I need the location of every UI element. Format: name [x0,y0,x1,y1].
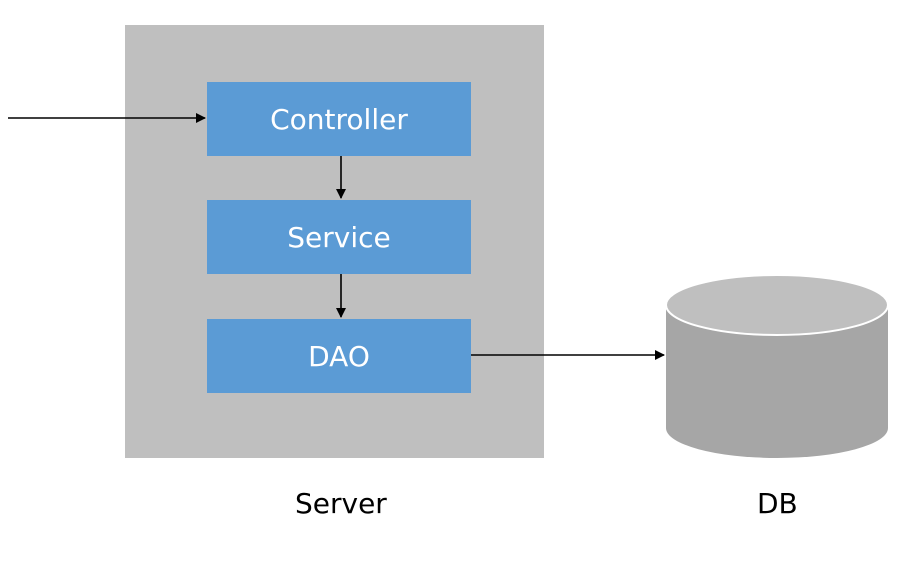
database-body [666,305,888,458]
db-caption: DB [757,487,798,520]
dao-layer: DAO [207,319,471,393]
service-layer: Service [207,200,471,274]
dao-label: DAO [308,339,370,373]
server-caption: Server [295,487,387,520]
database-cylinder [665,274,889,458]
service-label: Service [287,220,391,254]
database-top [665,274,889,336]
controller-layer: Controller [207,82,471,156]
controller-label: Controller [270,102,408,136]
